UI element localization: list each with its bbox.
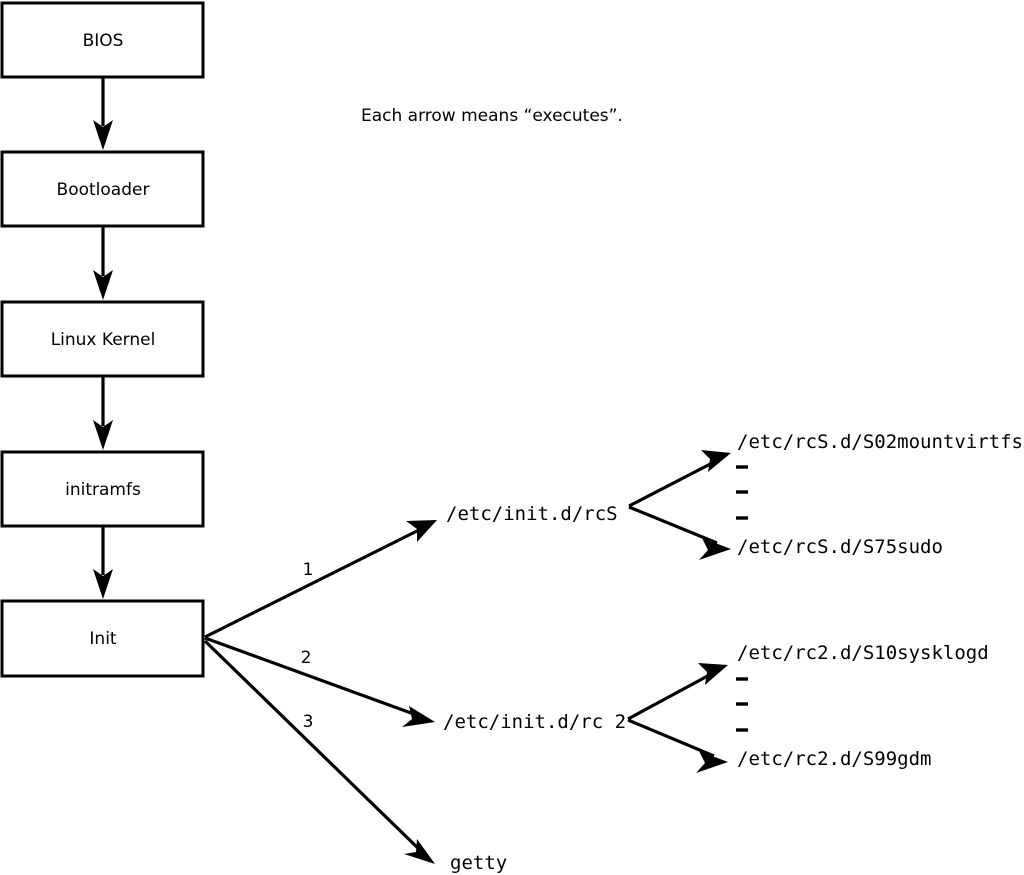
node-bootloader[interactable]: Bootloader bbox=[0, 150, 205, 228]
node-bootloader-label: Bootloader bbox=[57, 180, 150, 200]
node-rc2-first-label[interactable]: /etc/rc2.d/S10sysklogd bbox=[737, 642, 989, 664]
edge-rc2-to-first bbox=[627, 663, 728, 721]
edge-label-3: 3 bbox=[303, 712, 314, 732]
edge-rc2-to-last bbox=[627, 718, 728, 773]
edge-initramfs-to-init bbox=[93, 526, 113, 599]
node-rcS-label[interactable]: /etc/init.d/rcS bbox=[446, 503, 618, 525]
node-rcs-first-label[interactable]: /etc/rcS.d/S02mountvirtfs bbox=[737, 431, 1023, 453]
node-bios[interactable]: BIOS bbox=[0, 1, 205, 79]
node-init-label: Init bbox=[89, 629, 117, 649]
node-linux-kernel-label: Linux Kernel bbox=[51, 330, 156, 350]
edge-label-2: 2 bbox=[301, 648, 312, 668]
edge-kernel-to-initramfs bbox=[93, 376, 113, 450]
edge-bios-to-bootloader bbox=[93, 77, 113, 150]
node-getty-label[interactable]: getty bbox=[450, 852, 507, 874]
node-rc2-last-label[interactable]: /etc/rc2.d/S99gdm bbox=[737, 748, 931, 770]
edge-label-1: 1 bbox=[303, 560, 314, 580]
diagram-caption: Each arrow means “executes”. bbox=[361, 106, 623, 126]
node-rcs-last-label[interactable]: /etc/rcS.d/S75sudo bbox=[737, 536, 943, 558]
node-rc2-label[interactable]: /etc/init.d/rc 2 bbox=[443, 711, 626, 733]
node-bios-label: BIOS bbox=[83, 31, 124, 51]
node-initramfs[interactable]: initramfs bbox=[0, 450, 205, 528]
edge-rcS-to-last bbox=[628, 505, 731, 560]
edge-rcS-to-first bbox=[628, 450, 731, 508]
node-initramfs-label: initramfs bbox=[65, 480, 141, 500]
node-linux-kernel[interactable]: Linux Kernel bbox=[0, 300, 205, 378]
edge-init-to-getty bbox=[203, 639, 435, 864]
edge-bootloader-to-kernel bbox=[93, 226, 113, 300]
node-init[interactable]: Init bbox=[0, 599, 205, 678]
edge-init-to-rc2 bbox=[204, 636, 435, 727]
edge-init-to-rcS bbox=[204, 520, 437, 639]
